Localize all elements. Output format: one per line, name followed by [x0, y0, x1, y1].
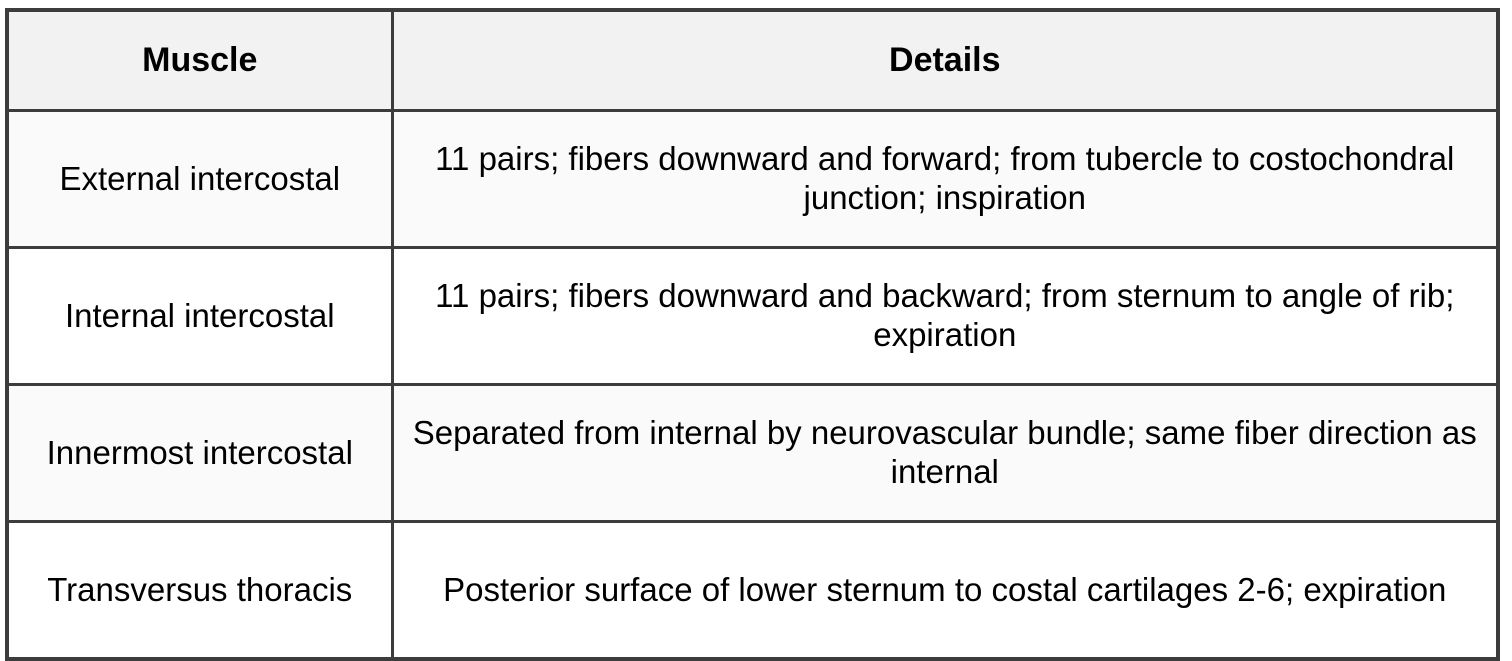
table-header-row: Muscle Details [5, 8, 1500, 112]
table-row: Innermost intercostal Separated from int… [5, 383, 1500, 523]
cell-muscle-details: Separated from internal by neurovascular… [390, 383, 1500, 523]
table-header: Muscle Details [5, 8, 1500, 112]
table-row: External intercostal 11 pairs; fibers do… [5, 109, 1500, 249]
column-header-muscle: Muscle [5, 8, 394, 112]
table-container: Muscle Details External intercostal 11 p… [5, 8, 1500, 661]
cell-muscle-name: Internal intercostal [5, 246, 394, 386]
cell-muscle-name: Innermost intercostal [5, 383, 394, 523]
table-row: Transversus thoracis Posterior surface o… [5, 520, 1500, 661]
cell-muscle-name: External intercostal [5, 109, 394, 249]
cell-muscle-details: 11 pairs; fibers downward and backward; … [390, 246, 1500, 386]
table-row: Internal intercostal 11 pairs; fibers do… [5, 246, 1500, 386]
column-header-details: Details [390, 8, 1500, 112]
cell-muscle-details: 11 pairs; fibers downward and forward; f… [390, 109, 1500, 249]
intercostal-muscles-table: Muscle Details External intercostal 11 p… [5, 8, 1500, 661]
cell-muscle-name: Transversus thoracis [5, 520, 394, 661]
table-body: External intercostal 11 pairs; fibers do… [5, 109, 1500, 661]
cell-muscle-details: Posterior surface of lower sternum to co… [390, 520, 1500, 661]
